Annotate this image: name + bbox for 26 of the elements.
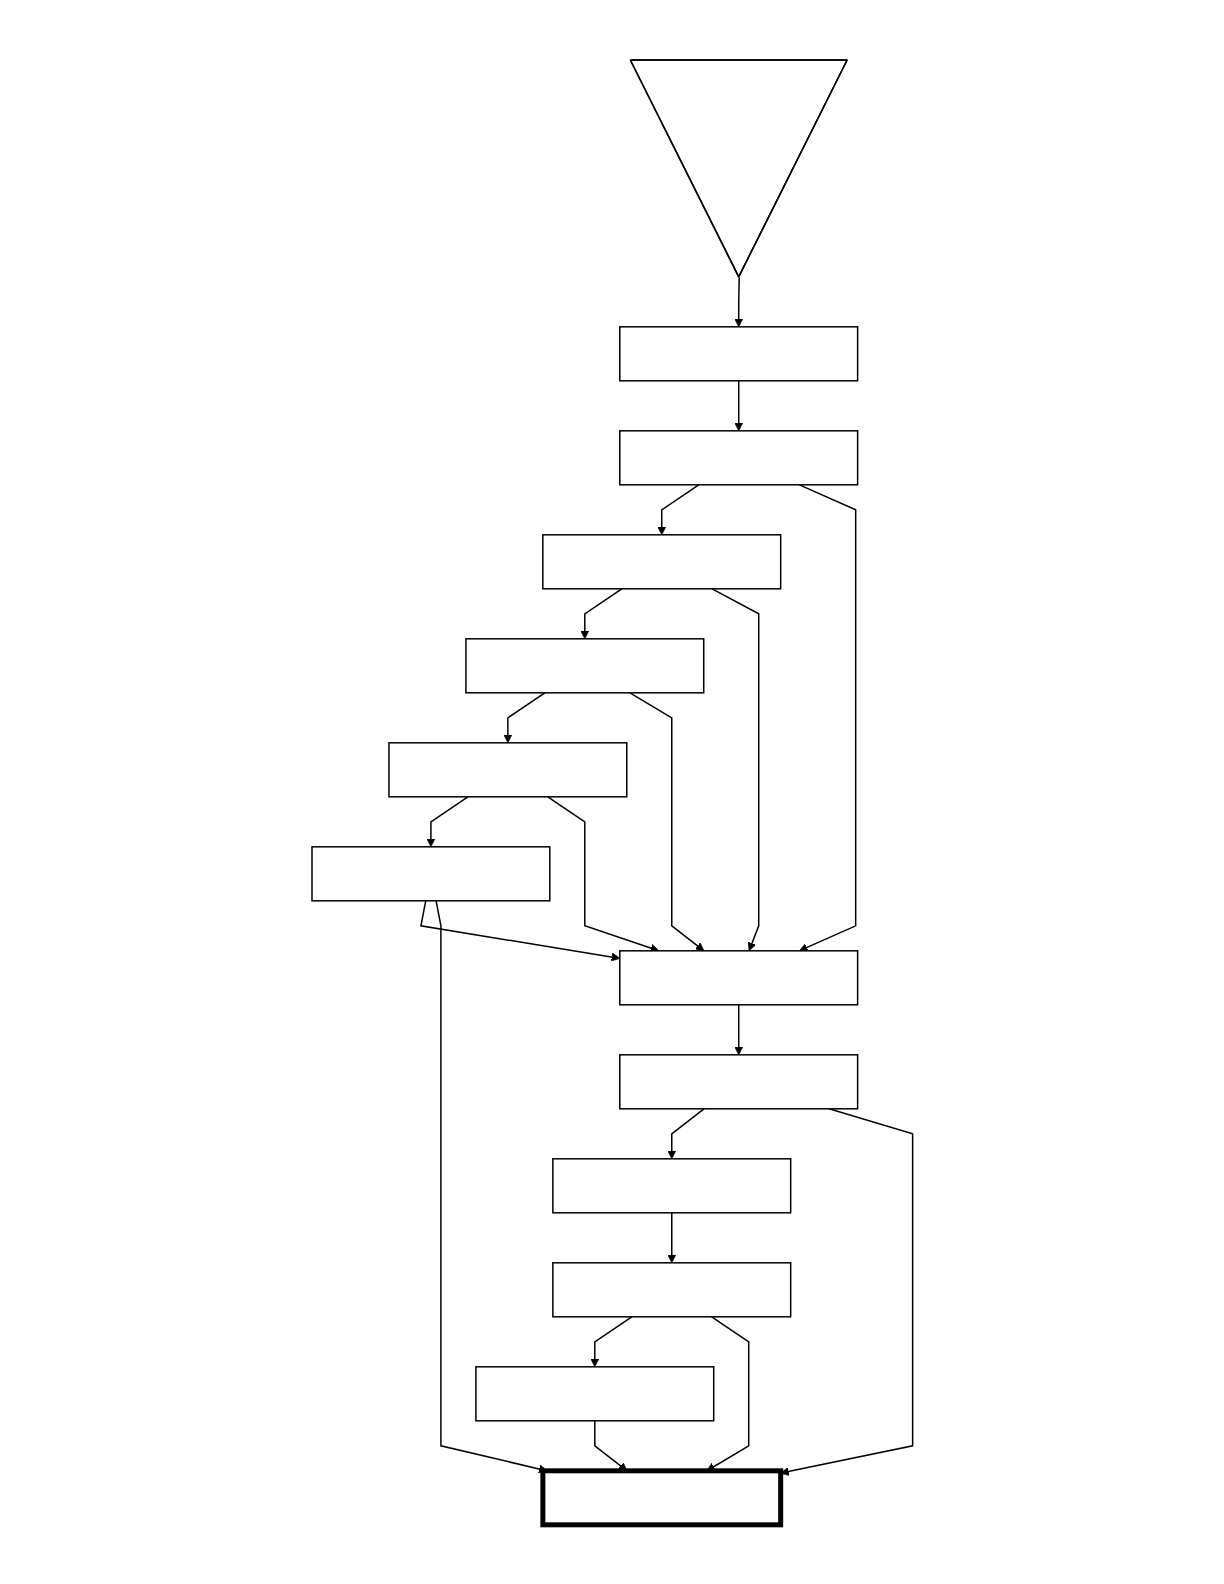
node-box <box>618 1053 859 1110</box>
arrow <box>798 483 857 952</box>
node-box <box>474 1365 715 1422</box>
node-box <box>551 1157 792 1214</box>
arrow <box>734 379 743 431</box>
arrow <box>426 795 469 847</box>
node-box <box>387 741 628 798</box>
arrow <box>667 1107 705 1159</box>
arrow <box>503 691 546 743</box>
node-box <box>618 325 859 382</box>
arrow <box>628 691 705 951</box>
arrow <box>711 587 760 951</box>
node-box <box>541 533 782 590</box>
node-box <box>310 845 551 902</box>
node-box <box>540 1467 783 1527</box>
node-box <box>464 637 705 694</box>
arrow <box>580 587 623 639</box>
arrow <box>667 1211 676 1263</box>
node-box <box>618 429 859 486</box>
node-box <box>618 949 859 1006</box>
arrow <box>419 899 620 961</box>
arrow <box>657 483 700 535</box>
arrow <box>734 276 743 327</box>
arrow <box>590 1315 633 1367</box>
node-box <box>551 1261 792 1318</box>
arrow <box>734 1003 743 1055</box>
